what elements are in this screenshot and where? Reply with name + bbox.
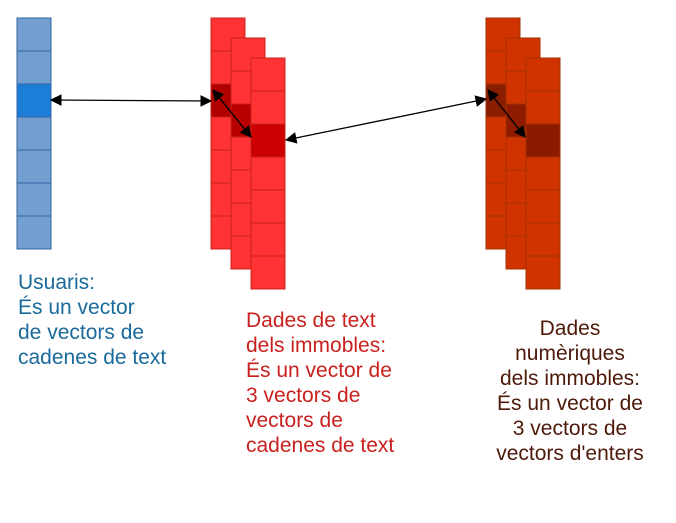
users-cell bbox=[16, 50, 52, 85]
text-cell bbox=[250, 156, 286, 191]
numeric-data-vectors bbox=[485, 17, 561, 290]
numeric-caption-line: numèriques bbox=[515, 342, 625, 365]
link-arrows bbox=[49, 89, 526, 144]
users-cell bbox=[16, 182, 52, 217]
text-caption-line: Dades de text bbox=[246, 309, 376, 332]
arrow-users-to-text bbox=[49, 94, 213, 107]
numeric-data-caption: Dades numèriques dels immobles: És un ve… bbox=[486, 316, 654, 466]
numeric-caption-line: 3 vectors de bbox=[512, 417, 628, 440]
text-caption-line: 3 vectors de bbox=[246, 384, 361, 407]
numeric-cell bbox=[525, 90, 561, 125]
text-cell bbox=[250, 222, 286, 257]
numeric-caption-line: Dades bbox=[539, 317, 601, 340]
text-caption-line: dels immobles: bbox=[246, 334, 387, 357]
text-data-vectors bbox=[210, 17, 286, 290]
users-caption-line: Usuaris: bbox=[18, 271, 96, 294]
text-cell-highlighted bbox=[250, 123, 286, 158]
text-data-caption: Dades de text dels immobles: És un vecto… bbox=[246, 308, 394, 458]
arrow-numeric-stack-inner bbox=[487, 89, 526, 138]
users-cell bbox=[16, 116, 52, 151]
users-cell bbox=[16, 215, 52, 250]
text-caption-line: vectors de bbox=[246, 409, 343, 432]
numeric-cell-highlighted bbox=[525, 123, 561, 158]
users-cell bbox=[16, 149, 52, 184]
numeric-caption-line: És un vector de bbox=[497, 392, 643, 415]
arrow-text-to-numeric bbox=[284, 95, 488, 144]
text-cell bbox=[250, 57, 286, 92]
text-cell bbox=[250, 255, 286, 290]
users-cell-highlighted bbox=[16, 83, 52, 118]
numeric-cell bbox=[525, 222, 561, 257]
text-caption-line: És un vector de bbox=[246, 359, 392, 382]
numeric-cell bbox=[525, 189, 561, 224]
users-caption-line: És un vector bbox=[18, 296, 135, 319]
text-cell bbox=[250, 90, 286, 125]
users-vector bbox=[16, 17, 52, 250]
text-cell bbox=[250, 189, 286, 224]
users-caption-line: cadenes de text bbox=[18, 346, 167, 369]
numeric-cell bbox=[525, 255, 561, 290]
users-caption-line: de vectors de bbox=[18, 321, 145, 344]
numeric-cell bbox=[525, 156, 561, 191]
arrow-text-stack-inner bbox=[212, 89, 252, 138]
numeric-caption-line: dels immobles: bbox=[499, 367, 641, 390]
text-caption-line: cadenes de text bbox=[246, 434, 395, 457]
numeric-cell bbox=[525, 57, 561, 92]
users-cell bbox=[16, 17, 52, 52]
numeric-caption-line: vectors d'enters bbox=[496, 442, 644, 465]
users-caption: Usuaris: És un vector de vectors de cade… bbox=[18, 270, 166, 370]
